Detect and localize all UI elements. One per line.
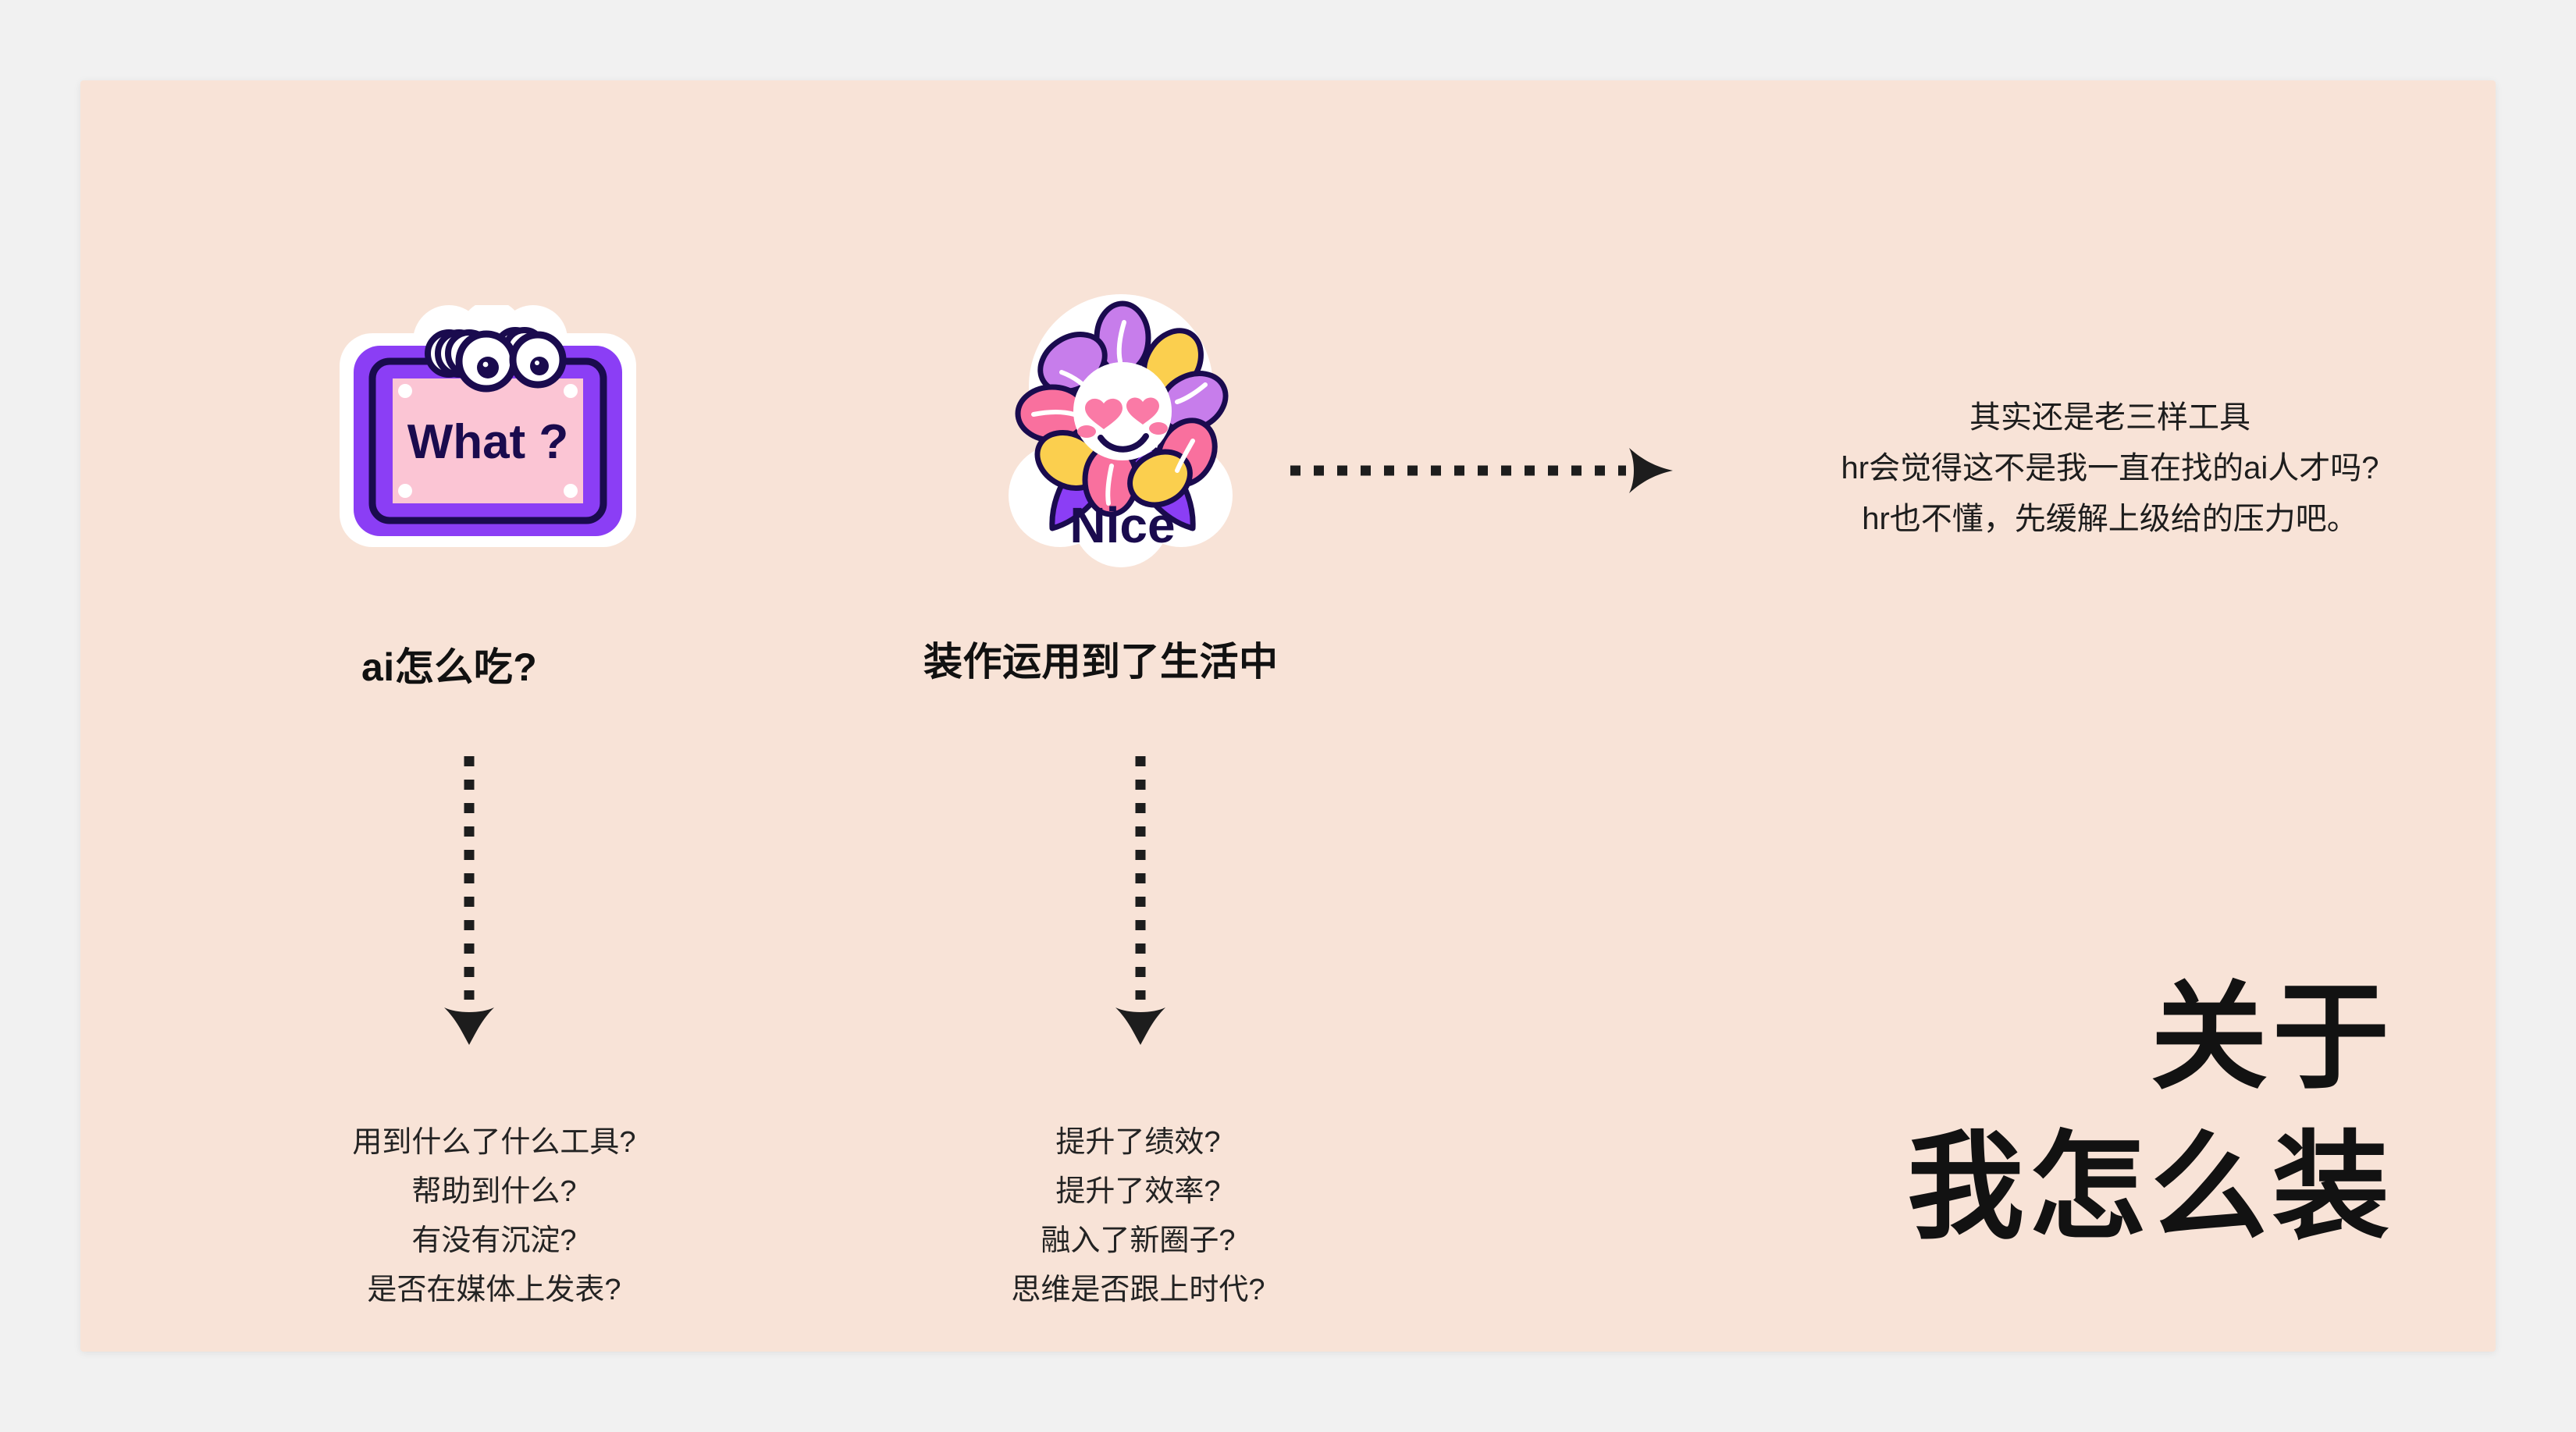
list-item: 提升了效率?	[1055, 1175, 1221, 1209]
dotted-arrow-down-icon	[1115, 756, 1165, 1045]
question-list-left: 用到什么了什么工具? 帮助到什么? 有没有沉淀? 是否在媒体上发表?	[307, 1118, 681, 1315]
dotted-arrow-down-icon	[444, 756, 494, 1045]
right-note: 其实还是老三样工具 hr会觉得这不是我一直在找的ai人才吗? hr也不懂，先缓解…	[1767, 393, 2453, 544]
list-item: 帮助到什么?	[411, 1175, 577, 1209]
right-note-line: hr会觉得这不是我一直在找的ai人才吗?	[1841, 450, 2379, 485]
list-item: 有没有沉淀?	[411, 1224, 577, 1258]
page-title-line-2: 我怎么装	[1906, 1121, 2394, 1253]
what-sticker-label: What ?	[407, 415, 569, 469]
dotted-arrow-right-icon	[1290, 448, 1673, 493]
eyes-sign-icon: What ?	[340, 305, 636, 547]
list-item: 提升了绩效?	[1055, 1126, 1221, 1159]
slide-canvas: What ?	[80, 80, 2496, 1352]
nice-sticker[interactable]: Nice	[1005, 285, 1236, 574]
column-heading-left: ai怎么吃?	[361, 645, 538, 689]
right-note-line: hr也不懂，先缓解上级给的压力吧。	[1862, 501, 2358, 536]
question-list-middle: 提升了绩效? 提升了效率? 融入了新圈子? 思维是否跟上时代?	[966, 1118, 1310, 1315]
list-item: 思维是否跟上时代?	[1011, 1274, 1265, 1307]
page-title: 关于 我怎么装	[1457, 962, 2394, 1262]
nice-sticker-label: Nice	[1069, 497, 1175, 553]
right-note-line: 其实还是老三样工具	[1969, 400, 2250, 435]
list-item: 融入了新圈子?	[1041, 1224, 1236, 1258]
what-sticker[interactable]: What ?	[332, 305, 644, 555]
smiling-flower-icon: Nice	[1009, 294, 1233, 567]
column-heading-middle: 装作运用到了生活中	[923, 640, 1279, 684]
list-item: 用到什么了什么工具?	[352, 1126, 636, 1159]
list-item: 是否在媒体上发表?	[367, 1274, 621, 1307]
page-title-line-1: 关于	[2150, 972, 2394, 1103]
